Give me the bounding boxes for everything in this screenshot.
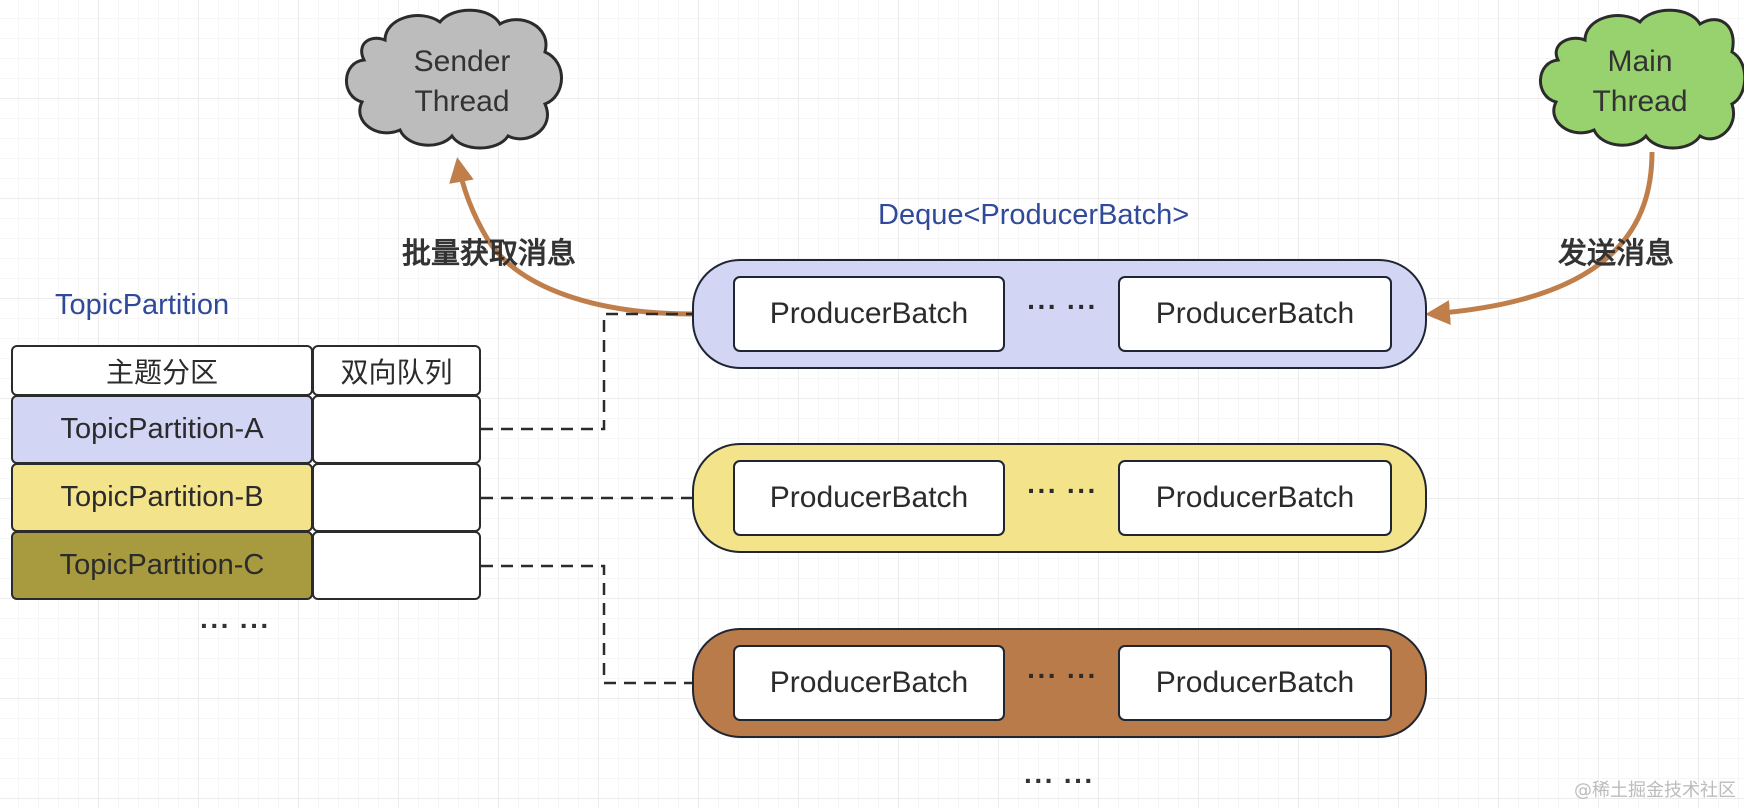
producer-batch-first[interactable]: ProducerBatch [733,645,1005,721]
partition-row-c[interactable]: TopicPartition-C [11,531,313,600]
producer-batch-last[interactable]: ProducerBatch [1118,645,1392,721]
deque-cell-c[interactable] [312,531,481,600]
batch-ellipsis: ··· ··· [1027,475,1098,506]
deque-c[interactable]: ProducerBatch ··· ··· ProducerBatch [692,628,1427,738]
connector-c [481,564,692,685]
partition-row-a[interactable]: TopicPartition-A [11,395,313,464]
deque-b[interactable]: ProducerBatch ··· ··· ProducerBatch [692,443,1427,553]
batch-ellipsis: ··· ··· [1027,291,1098,322]
batch-ellipsis: ··· ··· [1027,660,1098,691]
deque-cell-b[interactable] [312,463,481,532]
deque-cell-a[interactable] [312,395,481,464]
send-message-label: 发送消息 [1558,236,1675,270]
header-topic-partition: 主题分区 [11,345,313,396]
main-thread-label: Main Thread [1550,42,1730,122]
deque-title: Deque<ProducerBatch> [878,199,1190,231]
deque-a[interactable]: ProducerBatch ··· ··· ProducerBatch [692,259,1427,369]
main-thread-cloud[interactable] [1539,8,1744,150]
sender-thread-cloud[interactable] [345,8,563,150]
fetch-arrow [449,157,693,317]
producer-batch-first[interactable]: ProducerBatch [733,460,1005,536]
connector-a [481,312,692,431]
deque-more-ellipsis: ··· ··· [1024,765,1095,796]
watermark: @稀土掘金技术社区 [1574,780,1736,801]
producer-batch-last[interactable]: ProducerBatch [1118,460,1392,536]
sender-thread-label: Sender Thread [372,42,552,122]
table-title: TopicPartition [55,289,230,321]
producer-batch-first[interactable]: ProducerBatch [733,276,1005,352]
send-arrow [1425,151,1655,325]
header-deque: 双向队列 [312,345,481,396]
main-line1: Main [1607,45,1673,78]
partition-row-b[interactable]: TopicPartition-B [11,463,313,532]
sender-line2: Thread [414,85,510,118]
fetch-messages-label: 批量获取消息 [402,236,577,270]
table-more-ellipsis: ··· ··· [200,610,271,641]
producer-batch-last[interactable]: ProducerBatch [1118,276,1392,352]
main-line2: Thread [1592,85,1688,118]
sender-line1: Sender [413,45,511,78]
